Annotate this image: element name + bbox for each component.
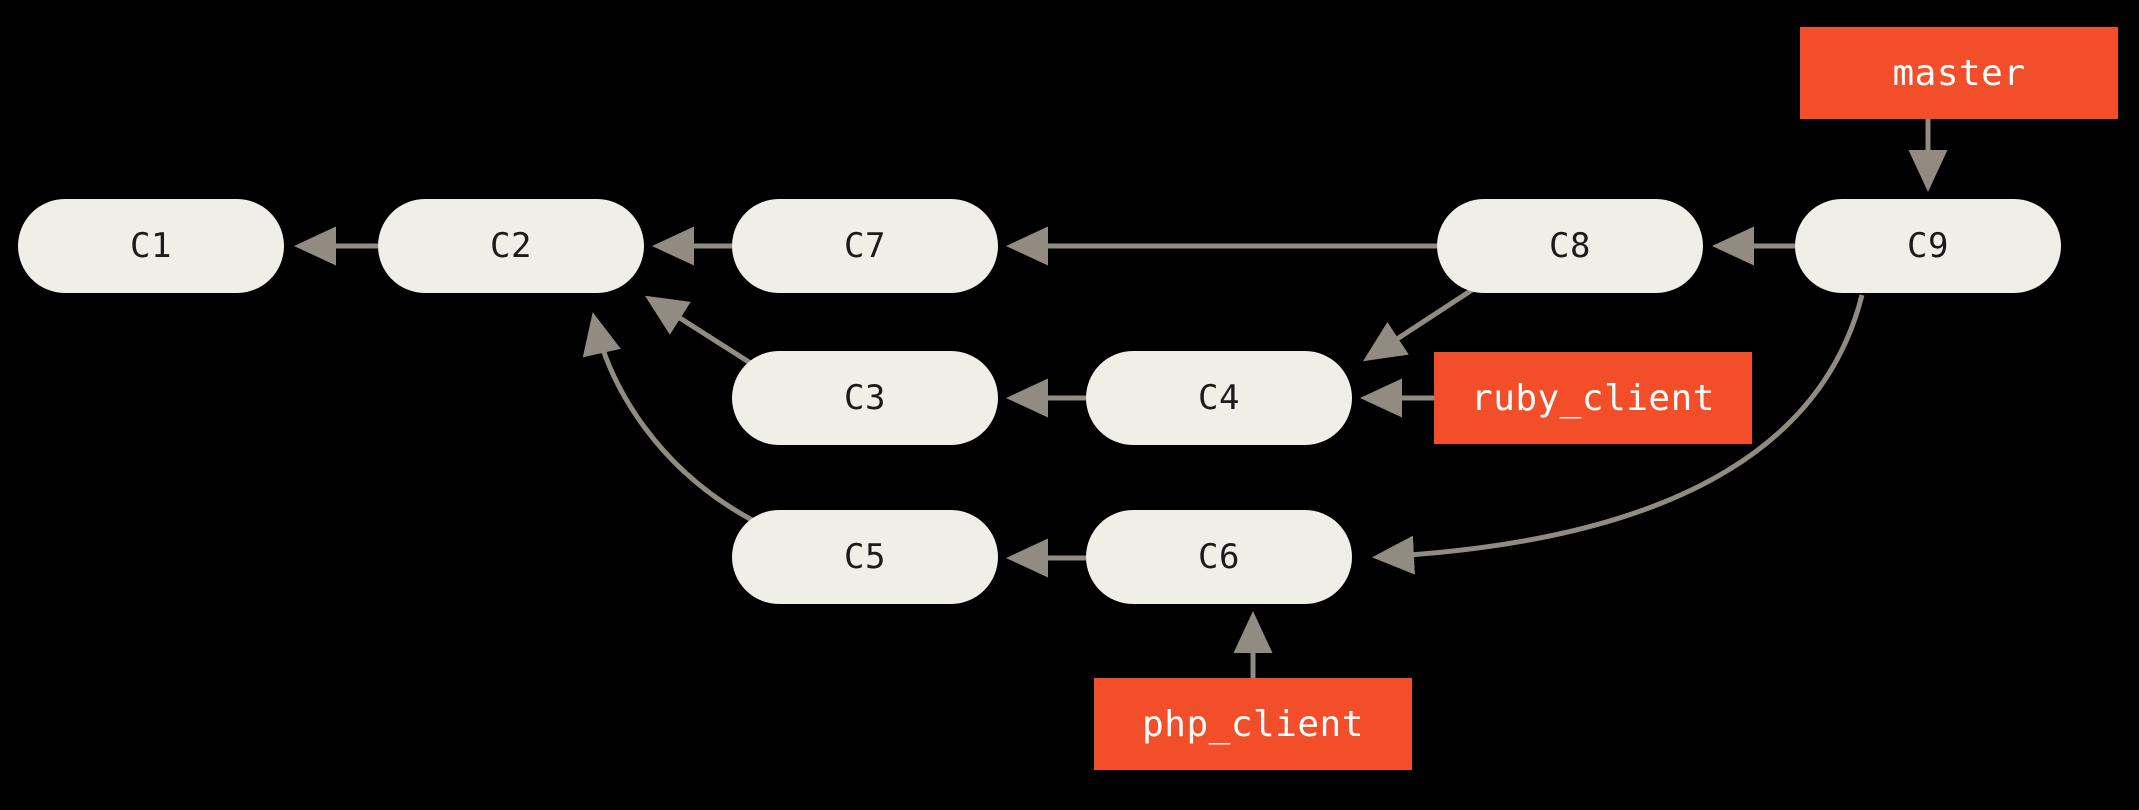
commit-label: C6 [1198,537,1240,577]
commit-node-c6[interactable]: C6 [1086,510,1352,604]
commit-node-c1[interactable]: C1 [18,199,284,293]
commit-label: C8 [1549,226,1591,266]
edge-c3-c2 [644,295,754,367]
commit-node-c8[interactable]: C8 [1437,199,1703,293]
commit-node-c9[interactable]: C9 [1795,199,2061,293]
commit-node-c2[interactable]: C2 [378,199,644,293]
commit-node-c5[interactable]: C5 [732,510,998,604]
commit-label: C9 [1907,226,1949,266]
commit-node-c7[interactable]: C7 [732,199,998,293]
branch-label-text: php_client [1142,703,1364,745]
branch-label-ruby-client[interactable]: ruby_client [1434,352,1752,444]
branch-label-text: master [1892,52,2026,94]
edge-c5-c2 [582,312,754,523]
edge-c8-c4 [1362,285,1477,362]
commit-node-c3[interactable]: C3 [732,351,998,445]
commit-label: C7 [844,226,886,266]
commit-label: C3 [844,378,886,418]
branch-label-master[interactable]: master [1800,27,2118,119]
commit-node-c4[interactable]: C4 [1086,351,1352,445]
commit-label: C2 [490,226,532,266]
branch-label-php-client[interactable]: php_client [1094,678,1412,770]
branch-label-text: ruby_client [1471,377,1715,419]
commit-label: C4 [1198,378,1240,418]
commit-label: C5 [844,537,886,577]
commit-label: C1 [130,226,172,266]
